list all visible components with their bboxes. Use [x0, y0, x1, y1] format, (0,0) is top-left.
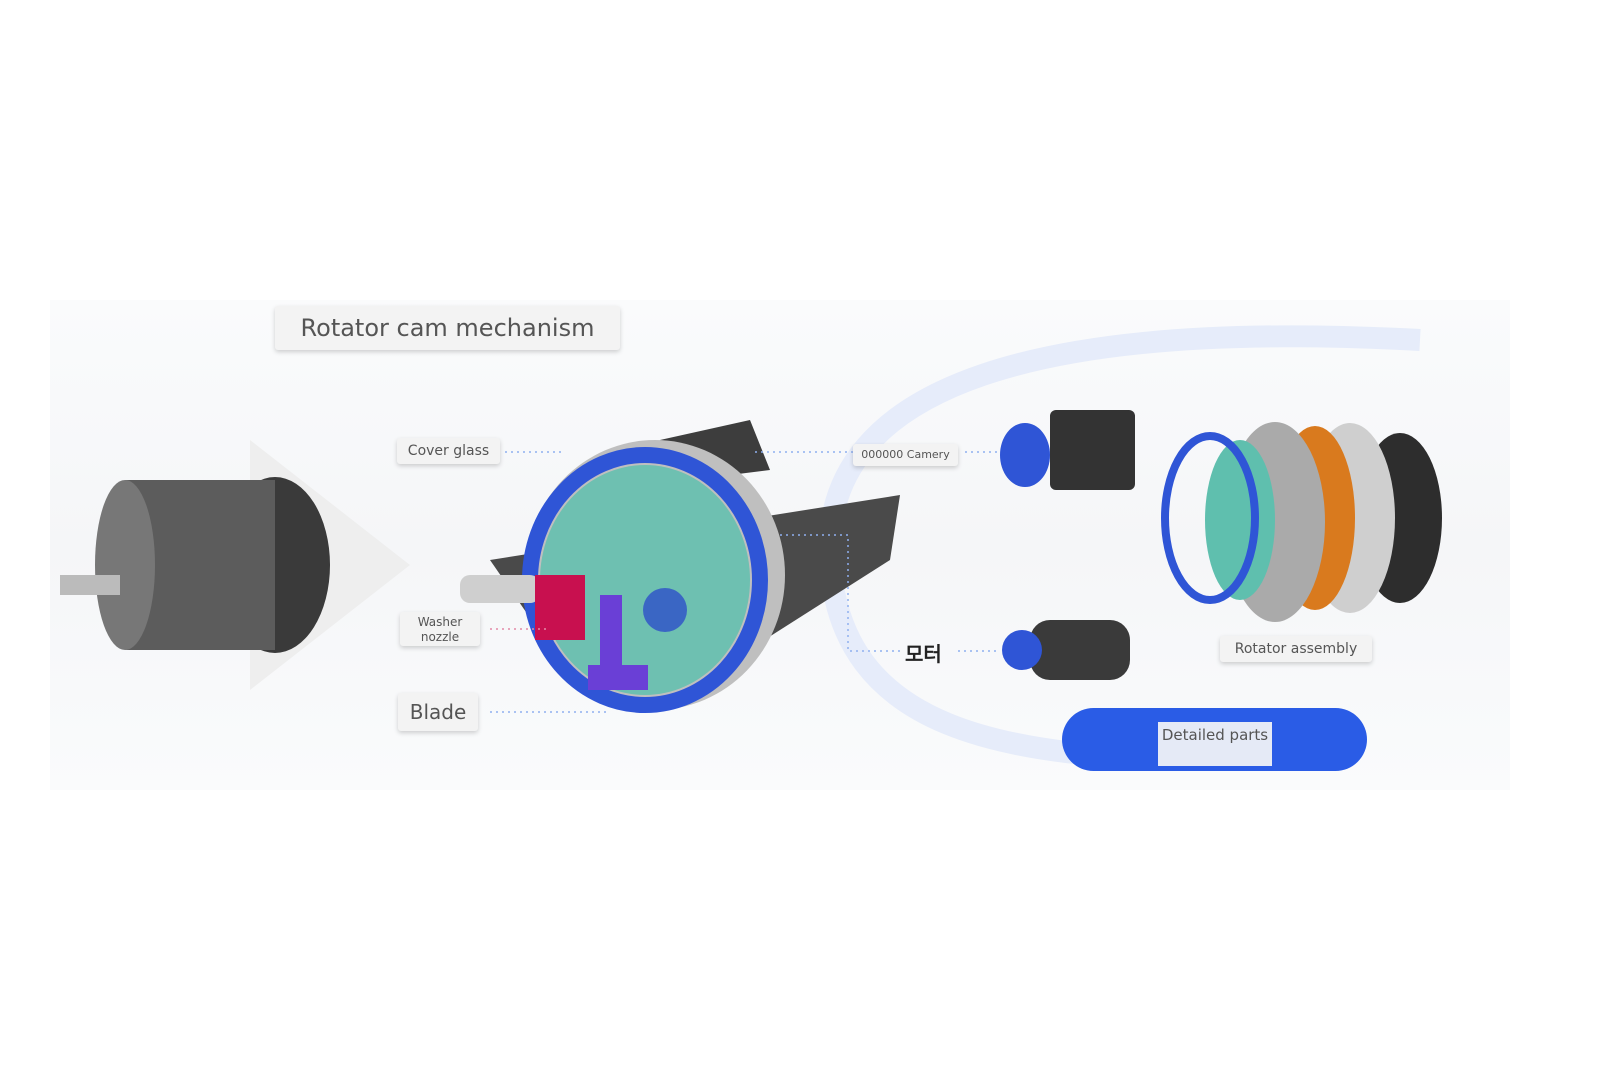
detailed-parts-label: Detailed parts [1158, 722, 1272, 766]
label-camera: 000000 Camery [853, 444, 958, 466]
diagram-title: Rotator cam mechanism [275, 306, 620, 350]
label-cover-glass: Cover glass [397, 438, 500, 464]
label-blade: Blade [398, 693, 478, 731]
label-motor: 모터 [905, 638, 942, 667]
rotator-assembly-icon [1165, 422, 1442, 622]
label-washer-nozzle: Washer nozzle [400, 612, 480, 646]
housing-assembly-icon [60, 477, 330, 653]
rotator-cam-mechanism-icon [460, 420, 900, 710]
camera-part-icon [1000, 410, 1135, 490]
detailed-parts-button[interactable]: Detailed parts [1062, 708, 1367, 771]
label-rotator-assembly: Rotator assembly [1220, 636, 1372, 662]
motor-part-icon [1002, 620, 1130, 680]
